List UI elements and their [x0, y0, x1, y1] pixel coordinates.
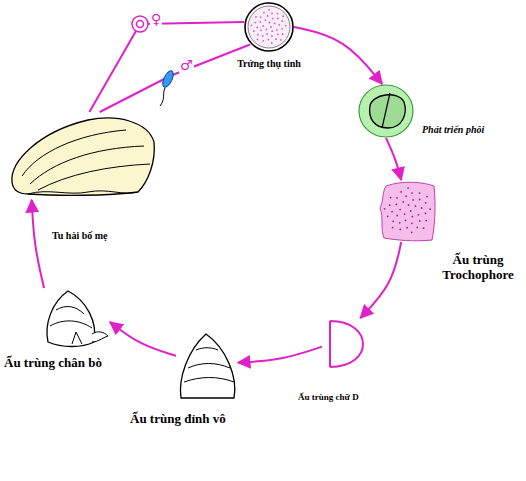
parent-clam: Tu hài bố mẹ — [8, 112, 156, 200]
pediveliger-larva: Ấu trùng chân bò — [42, 288, 110, 350]
gamete-sign: ♂ — [179, 58, 194, 73]
parent-clam-picture — [8, 112, 156, 200]
trochophore-larva-picture — [378, 180, 436, 242]
stage-label: Ấu trùng đỉnh vô — [130, 412, 260, 427]
cycle-arrow — [100, 45, 250, 113]
stage-label: Trứng thụ tinh — [234, 58, 304, 70]
stage-label: Tu hài bố mẹ — [52, 230, 152, 242]
trochophore-larva: Ấu trùng Trochophore — [378, 180, 436, 242]
stage-label: Ấu trùng chân bò — [4, 356, 134, 371]
cycle-arrow — [110, 322, 176, 356]
umbo-larva: Ấu trùng đỉnh vô — [176, 332, 238, 400]
cycle-arrow — [32, 200, 44, 288]
embryo-picture — [358, 84, 414, 138]
cycle-arrow — [386, 138, 401, 180]
d-larva: Ấu trùng chữ D — [322, 318, 370, 370]
cycle-arrow — [238, 347, 322, 363]
gamete-sign: ♀ — [150, 12, 162, 27]
d-larva-picture — [322, 318, 370, 370]
cycle-arrow — [360, 242, 401, 318]
stage-label: Ấu trùng chữ D — [298, 392, 398, 402]
umbo-larva-picture — [176, 332, 238, 400]
ovum-symbol — [132, 16, 148, 32]
sperm-symbol — [160, 69, 175, 106]
pediveliger-larva-picture — [42, 288, 110, 350]
fertilized-egg: Trứng thụ tinh — [244, 2, 294, 52]
cycle-arrow — [294, 27, 382, 84]
cycle-arrow — [89, 22, 244, 112]
stage-label: Phát triển phôi — [422, 124, 522, 136]
fertilized-egg-picture — [244, 2, 294, 52]
embryo: Phát triển phôi — [358, 84, 414, 138]
stage-label: Ấu trùng Trochophore — [434, 253, 522, 283]
